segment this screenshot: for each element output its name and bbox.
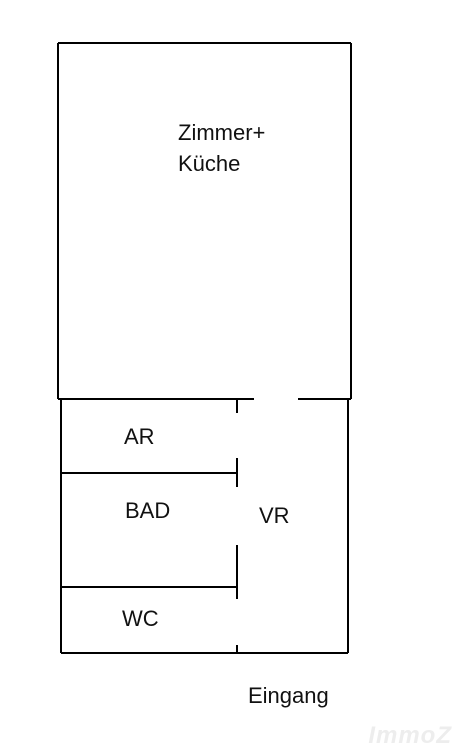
room-zimmer-kueche-walls — [57, 42, 352, 400]
label-entrance: Eingang — [248, 683, 329, 708]
label-ar: AR — [124, 424, 155, 449]
label-wc: WC — [122, 606, 159, 631]
label-zimmer-kueche-line1: Zimmer+ — [178, 120, 266, 145]
label-bad: BAD — [125, 498, 171, 523]
label-vr: VR — [259, 503, 290, 528]
lower-rooms-walls — [60, 399, 349, 654]
watermark-logo: ImmoZ — [368, 722, 452, 749]
label-zimmer-kueche-line2: Küche — [178, 151, 241, 176]
